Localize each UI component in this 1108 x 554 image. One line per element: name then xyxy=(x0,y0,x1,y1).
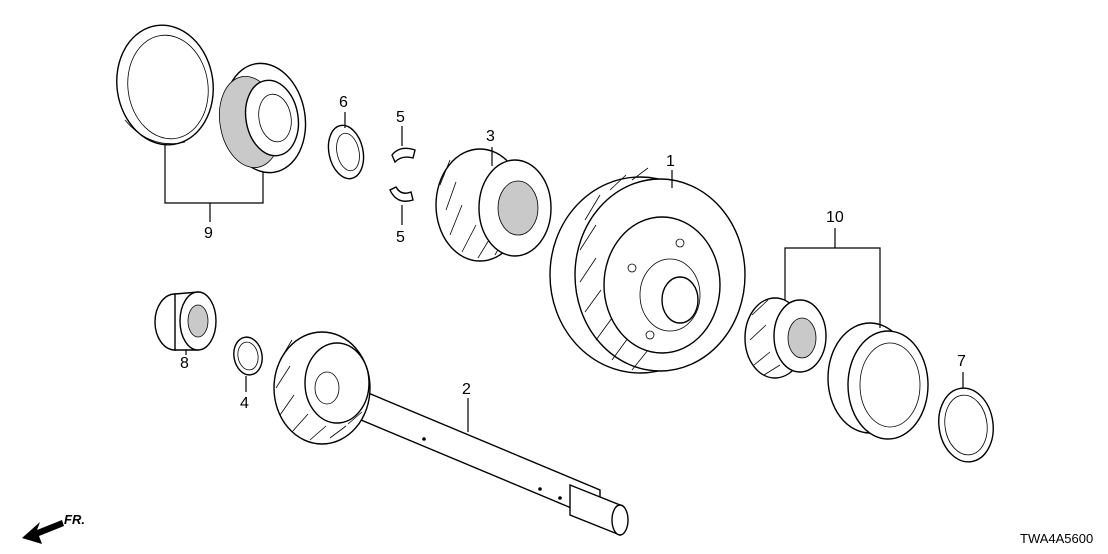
part-10-tapered-bearing[interactable] xyxy=(744,297,827,379)
callout-10-bracket xyxy=(784,247,881,328)
callout-6: 6 xyxy=(339,94,348,111)
part-6-ring[interactable] xyxy=(324,122,368,182)
part-7-shim[interactable] xyxy=(934,385,998,466)
part-4-ring[interactable] xyxy=(231,335,265,377)
callout-5b: 5 xyxy=(396,229,405,246)
diagram-code: TWA4A5600 xyxy=(1020,531,1093,546)
callout-1: 1 xyxy=(666,153,675,170)
direction-label: FR. xyxy=(64,512,85,527)
callout-9-bracket xyxy=(164,145,264,204)
part-5-cotter-upper[interactable] xyxy=(391,147,416,164)
callout-9: 9 xyxy=(204,225,213,242)
callout-5a: 5 xyxy=(396,109,405,126)
callout-2: 2 xyxy=(462,381,471,398)
part-8-bearing[interactable] xyxy=(154,291,217,351)
part-2-shaft[interactable] xyxy=(273,331,629,537)
callout-7: 7 xyxy=(957,353,966,370)
callout-10: 10 xyxy=(826,209,844,226)
callout-4: 4 xyxy=(240,395,249,412)
front-arrow-icon xyxy=(22,520,64,544)
part-5-cotter-lower[interactable] xyxy=(389,186,414,202)
part-10-bearing-race[interactable] xyxy=(827,322,929,440)
part-1-large-gear[interactable] xyxy=(549,167,746,374)
part-9-tapered-bearing[interactable] xyxy=(212,57,313,179)
part-3-gear[interactable] xyxy=(435,148,552,262)
callout-8: 8 xyxy=(180,355,189,372)
part-9-bearing-race[interactable] xyxy=(109,19,221,151)
callout-3: 3 xyxy=(486,128,495,145)
